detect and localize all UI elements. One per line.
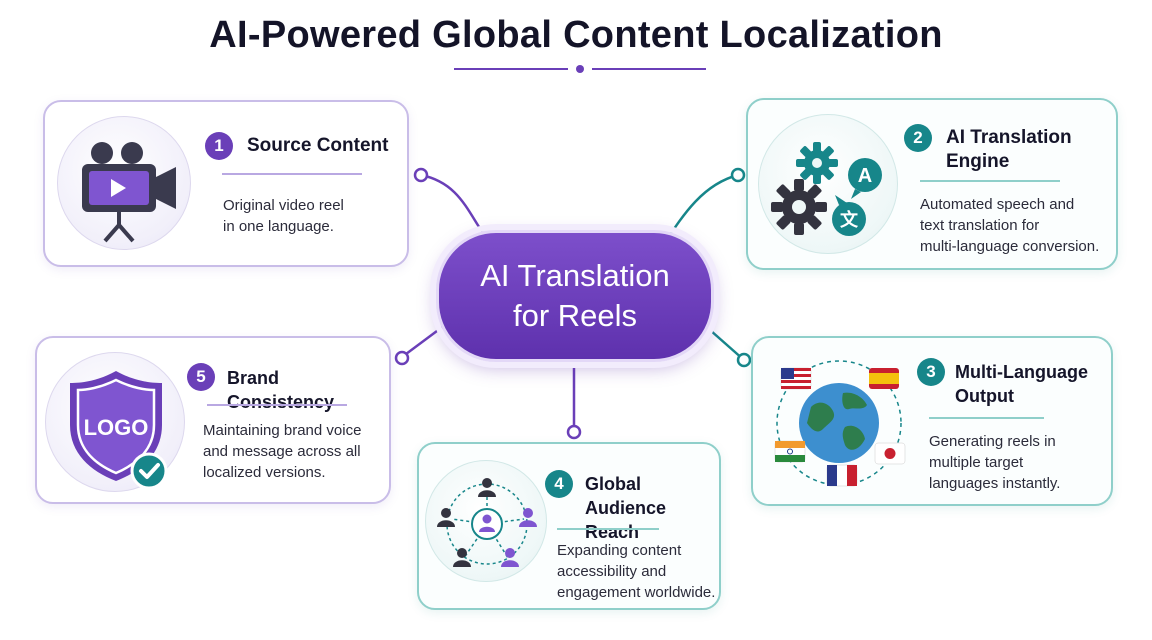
- step-badge-1: 1: [205, 132, 233, 160]
- logo-shield-icon: LOGO: [70, 371, 168, 490]
- card-description: Generating reels in multiple target lang…: [929, 433, 1061, 492]
- card-ai-translation-engine: A 文 2 AI Translation Engine Automated sp…: [746, 98, 1118, 270]
- card-divider: [557, 528, 659, 530]
- video-camera-icon: [82, 142, 176, 243]
- person-left: [437, 508, 455, 527]
- person-bottom-right: [501, 548, 519, 567]
- card-description: Automated speech and text translation fo…: [920, 196, 1100, 255]
- person-bottom-left: [453, 548, 471, 567]
- flag-spain: [869, 368, 899, 389]
- person-right: [519, 508, 537, 527]
- cjk-glyph: 文: [840, 209, 859, 231]
- card-divider: [222, 173, 362, 175]
- audience-network-icon: [437, 478, 537, 567]
- flag-france: [826, 464, 858, 487]
- hub-line-1: AI Translation: [480, 258, 670, 293]
- step-badge-5: 5: [187, 363, 215, 391]
- card-description: Maintaining brand voice and message acro…: [203, 422, 362, 481]
- card-multi-language-output: 3 Multi-Language Output Generating reels…: [751, 336, 1113, 506]
- card-title: Brand Consistency: [227, 368, 335, 412]
- globe-flags-icon: [774, 360, 906, 487]
- connector-step-3: [709, 329, 745, 361]
- flag-usa: [780, 367, 812, 390]
- page-title: AI-Powered Global Content Localization: [209, 14, 943, 56]
- hub-line-2: for Reels: [512, 298, 638, 333]
- flag-japan: [874, 442, 906, 465]
- gears-translate-icon: A 文: [771, 142, 882, 236]
- card-title: Global Audience Reach: [585, 474, 667, 542]
- latin-glyph: A: [858, 165, 872, 187]
- center-hub: AI Translation for Reels: [436, 230, 714, 362]
- card-title: AI Translation Engine: [946, 127, 1072, 172]
- card-global-audience-reach: 4 Global Audience Reach Expanding conten…: [417, 442, 721, 610]
- card-description: Original video reel in one language.: [223, 197, 344, 235]
- step-badge-3: 3: [917, 358, 945, 386]
- card-divider: [929, 417, 1044, 419]
- card-description: Expanding content accessibility and enga…: [557, 542, 716, 601]
- card-brand-consistency: LOGO 5 Brand Consistency Maintaining bra…: [35, 336, 391, 504]
- person-top: [478, 478, 496, 497]
- card-divider: [207, 404, 347, 406]
- card-divider: [920, 180, 1060, 182]
- flag-india: [774, 440, 806, 463]
- card-title: Multi-Language Output: [955, 362, 1088, 406]
- card-source-content: 1 Source Content Original video reel in …: [43, 100, 409, 267]
- card-title: Source Content: [247, 135, 389, 156]
- connector-step-5: [401, 323, 446, 359]
- step-badge-4: 4: [545, 470, 573, 498]
- title-divider: [454, 65, 706, 73]
- step-badge-2: 2: [904, 124, 932, 152]
- logo-text: LOGO: [84, 415, 149, 440]
